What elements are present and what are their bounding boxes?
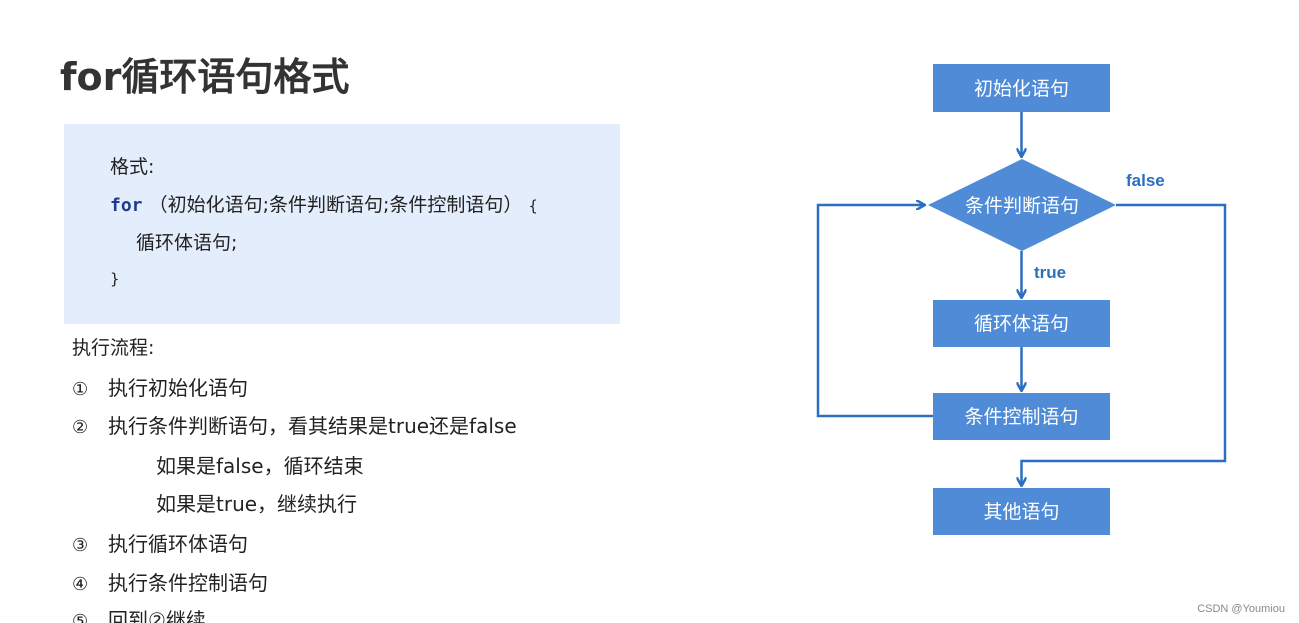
node-init-box — [933, 64, 1110, 112]
format-label: 格式: — [110, 156, 155, 178]
loop-body-line: 循环体语句; — [136, 232, 238, 254]
edge-condition-false-to-other — [1022, 203, 1227, 485]
step-number: ④ — [72, 574, 89, 595]
node-other: 其他语句 — [933, 488, 1110, 535]
node-condition-diamond — [928, 159, 1116, 251]
node-init: 初始化语句 — [933, 64, 1110, 112]
open-brace: { — [528, 197, 538, 215]
step-text: 执行循环体语句 — [108, 532, 248, 556]
step-number: ① — [72, 379, 89, 400]
for-statement-line: for （初始化语句;条件判断语句;条件控制语句） { — [110, 190, 538, 217]
step-2-false-note: 如果是false，循环结束 — [156, 454, 364, 478]
step-2-true-note: 如果是true，继续执行 — [156, 492, 358, 516]
step-text: 执行初始化语句 — [108, 376, 248, 400]
watermark: CSDN @Youmiou — [1197, 603, 1285, 615]
step-1: ① 执行初始化语句 — [72, 372, 248, 401]
node-other-label: 其他语句 — [983, 501, 1059, 523]
step-text: 执行条件判断语句，看其结果是true还是false — [108, 414, 517, 438]
for-keyword: for — [110, 195, 143, 216]
edge-control-to-condition — [816, 205, 933, 418]
step-5: ⑤ 回到②继续 — [72, 604, 206, 623]
page-title: for循环语句格式 — [60, 55, 350, 99]
step-number: ⑤ — [72, 611, 89, 623]
node-control: 条件控制语句 — [933, 393, 1110, 440]
step-4: ④ 执行条件控制语句 — [72, 567, 268, 596]
node-control-label: 条件控制语句 — [964, 406, 1078, 428]
step-text: 执行条件控制语句 — [108, 571, 268, 595]
node-init-label: 初始化语句 — [974, 78, 1069, 100]
node-condition: 条件判断语句 — [928, 159, 1116, 251]
step-number: ③ — [72, 535, 89, 556]
node-body: 循环体语句 — [933, 300, 1110, 347]
node-body-label: 循环体语句 — [974, 313, 1069, 335]
step-text: 回到②继续 — [108, 608, 206, 623]
node-body-box — [933, 300, 1110, 347]
step-2: ② 执行条件判断语句，看其结果是true还是false — [72, 410, 517, 439]
format-box: 格式: for （初始化语句;条件判断语句;条件控制语句） { 循环体语句; } — [64, 124, 620, 324]
node-control-box — [933, 393, 1110, 440]
edge-label-false: false — [1126, 171, 1165, 190]
close-brace: } — [110, 270, 120, 288]
edge-label-true: true — [1034, 263, 1066, 282]
for-header: （初始化语句;条件判断语句;条件控制语句） — [148, 194, 523, 216]
step-number: ② — [72, 417, 89, 438]
step-3: ③ 执行循环体语句 — [72, 528, 248, 557]
node-other-box — [933, 488, 1110, 535]
node-condition-label: 条件判断语句 — [965, 195, 1079, 217]
flow-heading: 执行流程: — [72, 337, 155, 359]
